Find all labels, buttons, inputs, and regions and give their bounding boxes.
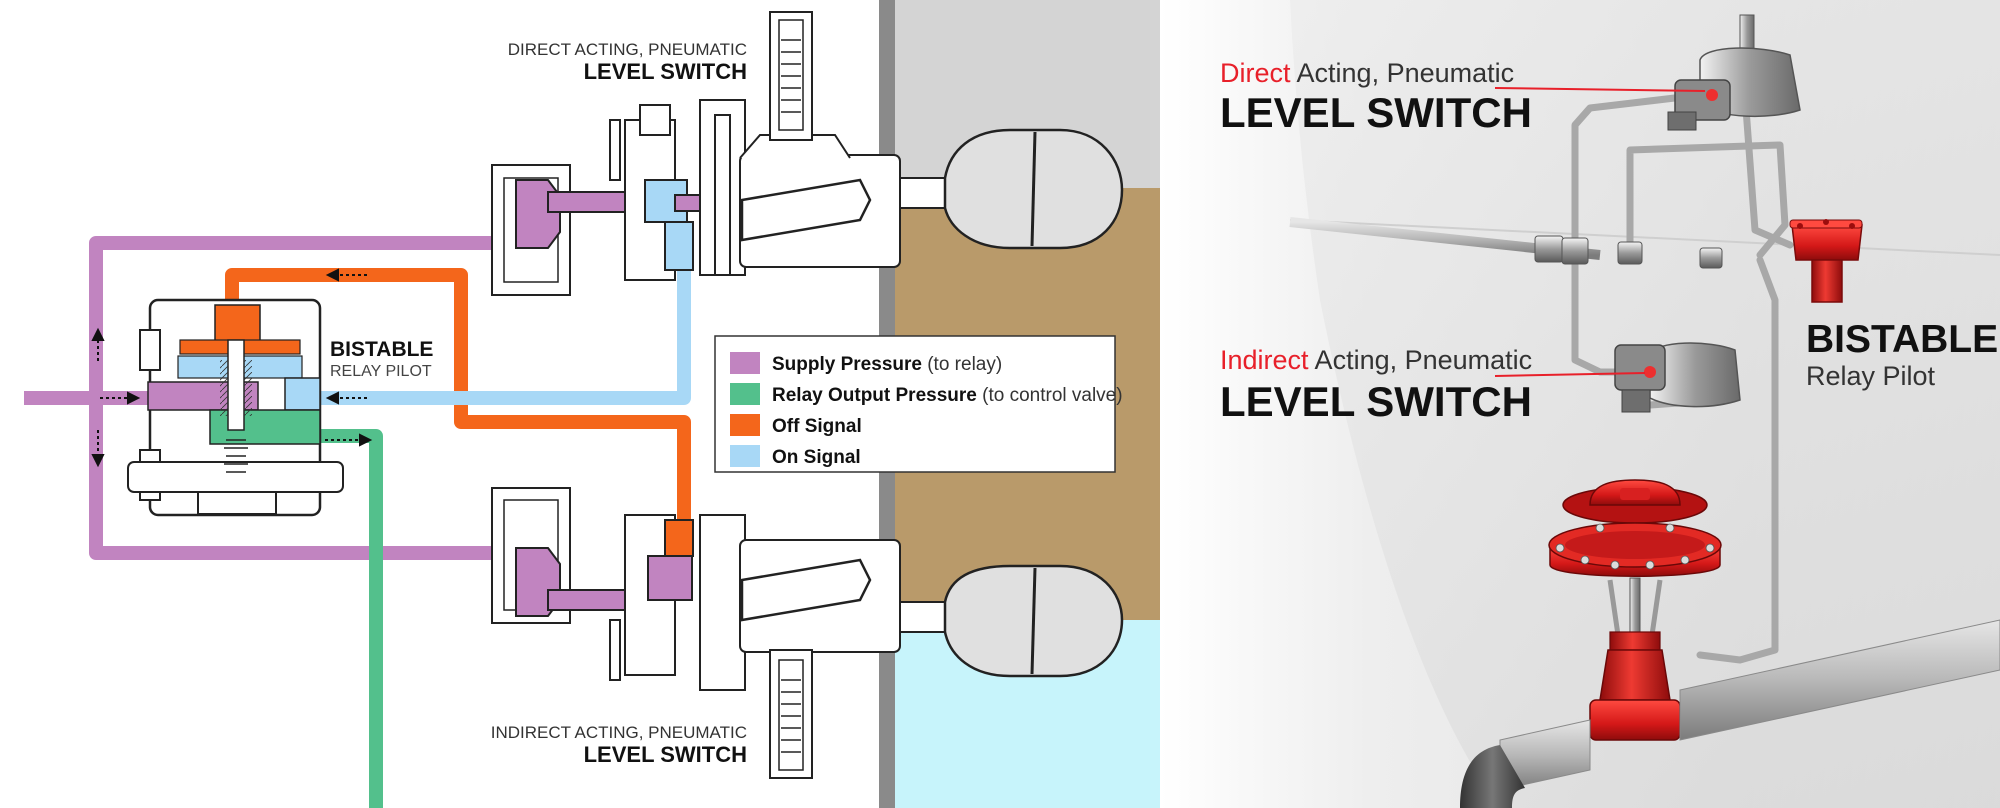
pipe-fittings [1534, 235, 1723, 269]
on-signal-line [290, 270, 691, 405]
direct-level-switch [1667, 14, 1801, 131]
direct-subtitle: Direct Acting, Pneumatic [1220, 58, 1514, 88]
legend-item-note: (to relay) [922, 354, 1002, 375]
control-valve [1548, 479, 1722, 741]
direct-rest: Acting, Pneumatic [1291, 58, 1515, 88]
process-pipe [1460, 619, 2000, 808]
direct-title: LEVEL SWITCH [1220, 89, 1532, 136]
legend-box [714, 335, 1116, 473]
indirect-level-switch [1614, 342, 1741, 413]
indirect-title: LEVEL SWITCH [1220, 378, 1532, 425]
indirect-callout-line [1494, 372, 1646, 377]
legend-swatch [730, 445, 760, 467]
flow-arrows [91, 268, 373, 468]
bottom-switch-body [491, 487, 901, 779]
legend-item: Relay Output Pressure (to control valve) [772, 385, 1123, 406]
bottom-switch-title: LEVEL SWITCH [584, 742, 747, 767]
relay-output-line [310, 429, 383, 808]
top-float [894, 128, 1124, 250]
legend: Supply Pressure (to relay) Relay Output P… [714, 335, 1123, 473]
legend-swatch [730, 414, 760, 436]
top-switch-body [491, 11, 901, 296]
legend-swatch [730, 383, 760, 405]
direct-accent: Direct [1220, 58, 1291, 88]
bottom-switch-subtitle: INDIRECT ACTING, PNEUMATIC [491, 723, 747, 742]
bistable-relay-pilot [1789, 219, 1863, 303]
indirect-rest: Acting, Pneumatic [1309, 345, 1533, 375]
legend-item: Supply Pressure (to relay) [772, 354, 1002, 375]
bistable-relay-body [127, 298, 344, 517]
bottom-float [894, 564, 1124, 678]
relay-subtitle: RELAY PILOT [330, 363, 432, 380]
top-switch-subtitle: DIRECT ACTING, PNEUMATIC [508, 40, 747, 59]
legend-item-label: Supply Pressure [772, 354, 922, 375]
legend-item-label: On Signal [772, 447, 861, 468]
legend-item-label: Relay Output Pressure [772, 385, 977, 406]
legend-swatch [730, 352, 760, 374]
legend-item-note: (to control valve) [977, 385, 1123, 406]
direct-callout-line [1494, 87, 1706, 92]
legend-item-label: Off Signal [772, 416, 862, 437]
top-switch-title: LEVEL SWITCH [584, 59, 747, 84]
right-relay-title: BISTABLE [1806, 318, 1998, 361]
indirect-subtitle: Indirect Acting, Pneumatic [1220, 345, 1532, 375]
product-photo-illustration: Direct Acting, Pneumatic LEVEL SWITCH In… [1160, 0, 2000, 808]
schematic-diagram: DIRECT ACTING, PNEUMATIC LEVEL SWITCH IN… [24, 0, 1160, 808]
legend-item: Off Signal [772, 416, 862, 437]
indirect-accent: Indirect [1220, 345, 1309, 375]
right-relay-subtitle: Relay Pilot [1806, 361, 1936, 391]
relay-title: BISTABLE [330, 338, 433, 361]
off-signal-line [225, 268, 691, 528]
legend-item: On Signal [772, 447, 861, 468]
